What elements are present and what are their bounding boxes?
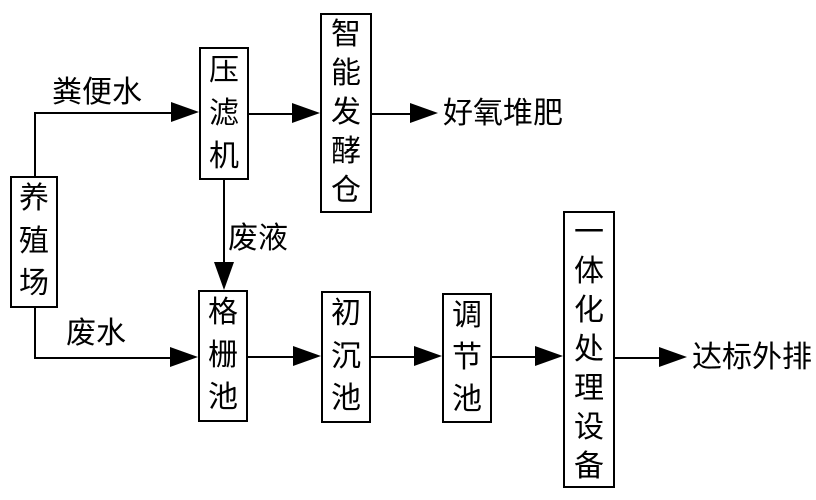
node-farm: 养殖场 xyxy=(10,176,58,308)
arrowhead-right-icon xyxy=(414,346,442,366)
edge-label-fecal-water: 粪便水 xyxy=(52,75,142,110)
arrowhead-right-icon xyxy=(292,103,320,123)
connector-filter-to-fermentation-line xyxy=(249,113,294,115)
node-grid-pool: 格栅池 xyxy=(198,290,248,422)
edge-label-waste-liquid: 废液 xyxy=(228,221,288,256)
terminal-aerobic-composting: 好氧堆肥 xyxy=(443,96,563,131)
connector-sedimentation-to-regulation-line xyxy=(371,356,415,358)
edge-label-wastewater: 废水 xyxy=(66,316,126,351)
connector-farm-up-line xyxy=(34,113,36,177)
arrowhead-down-icon xyxy=(214,262,234,290)
node-regulation-pool: 调节池 xyxy=(442,293,492,423)
connector-fecal-water-line xyxy=(34,112,172,114)
node-fermentation-chamber: 智能发酵仓 xyxy=(320,13,372,213)
connector-wastewater-line xyxy=(34,357,172,359)
connector-farm-down-line xyxy=(34,308,36,359)
arrowhead-right-icon xyxy=(170,347,198,367)
arrowhead-right-icon xyxy=(535,346,563,366)
node-primary-sedimentation-pool: 初沉池 xyxy=(321,291,371,423)
arrowhead-right-icon xyxy=(171,102,199,122)
connector-regulation-to-integrated-line xyxy=(492,356,537,358)
node-filter-press: 压滤机 xyxy=(199,47,249,180)
connector-fermentation-to-compost-line xyxy=(372,113,412,115)
connector-integrated-to-discharge-line xyxy=(615,357,661,359)
arrowhead-right-icon xyxy=(659,347,687,367)
terminal-standard-discharge: 达标外排 xyxy=(692,340,812,375)
connector-waste-liquid-line xyxy=(223,180,225,264)
node-integrated-treatment-equipment: 一体化处理设备 xyxy=(563,211,615,488)
connector-grid-to-sedimentation-line xyxy=(248,356,294,358)
arrowhead-right-icon xyxy=(410,103,438,123)
arrowhead-right-icon xyxy=(293,346,321,366)
